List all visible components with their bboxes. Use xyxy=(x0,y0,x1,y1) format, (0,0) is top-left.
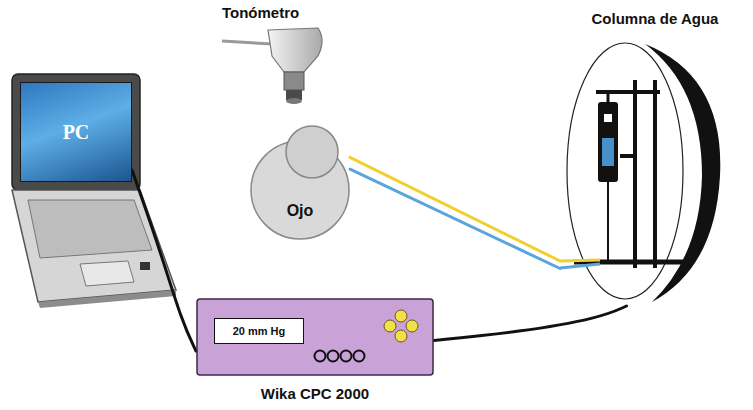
water-column: Columna de Agua xyxy=(560,6,750,306)
node-label: Wika CPC 2000 xyxy=(261,385,369,402)
water-column-outline xyxy=(560,6,750,306)
eye-circle: Ojo xyxy=(250,122,350,240)
cable xyxy=(350,169,560,268)
cable xyxy=(434,306,627,340)
tonometer-drawing xyxy=(222,28,322,104)
device-title: Tonómetro xyxy=(222,4,299,21)
laptop-drawing xyxy=(12,74,176,308)
node-label: PC xyxy=(63,121,90,144)
pressure-calibrator: 20 mm Hg Wika CPC 2000 xyxy=(196,298,434,404)
node-label: 20 mm Hg xyxy=(233,325,286,337)
eye-circle-outline xyxy=(250,122,350,240)
cable xyxy=(132,170,196,351)
cable xyxy=(350,157,560,261)
pc-screen: PC xyxy=(20,82,132,182)
node-label: Ojo xyxy=(287,202,314,220)
display-readout: 20 mm Hg xyxy=(214,318,304,344)
node-label: Columna de Agua xyxy=(592,10,719,27)
